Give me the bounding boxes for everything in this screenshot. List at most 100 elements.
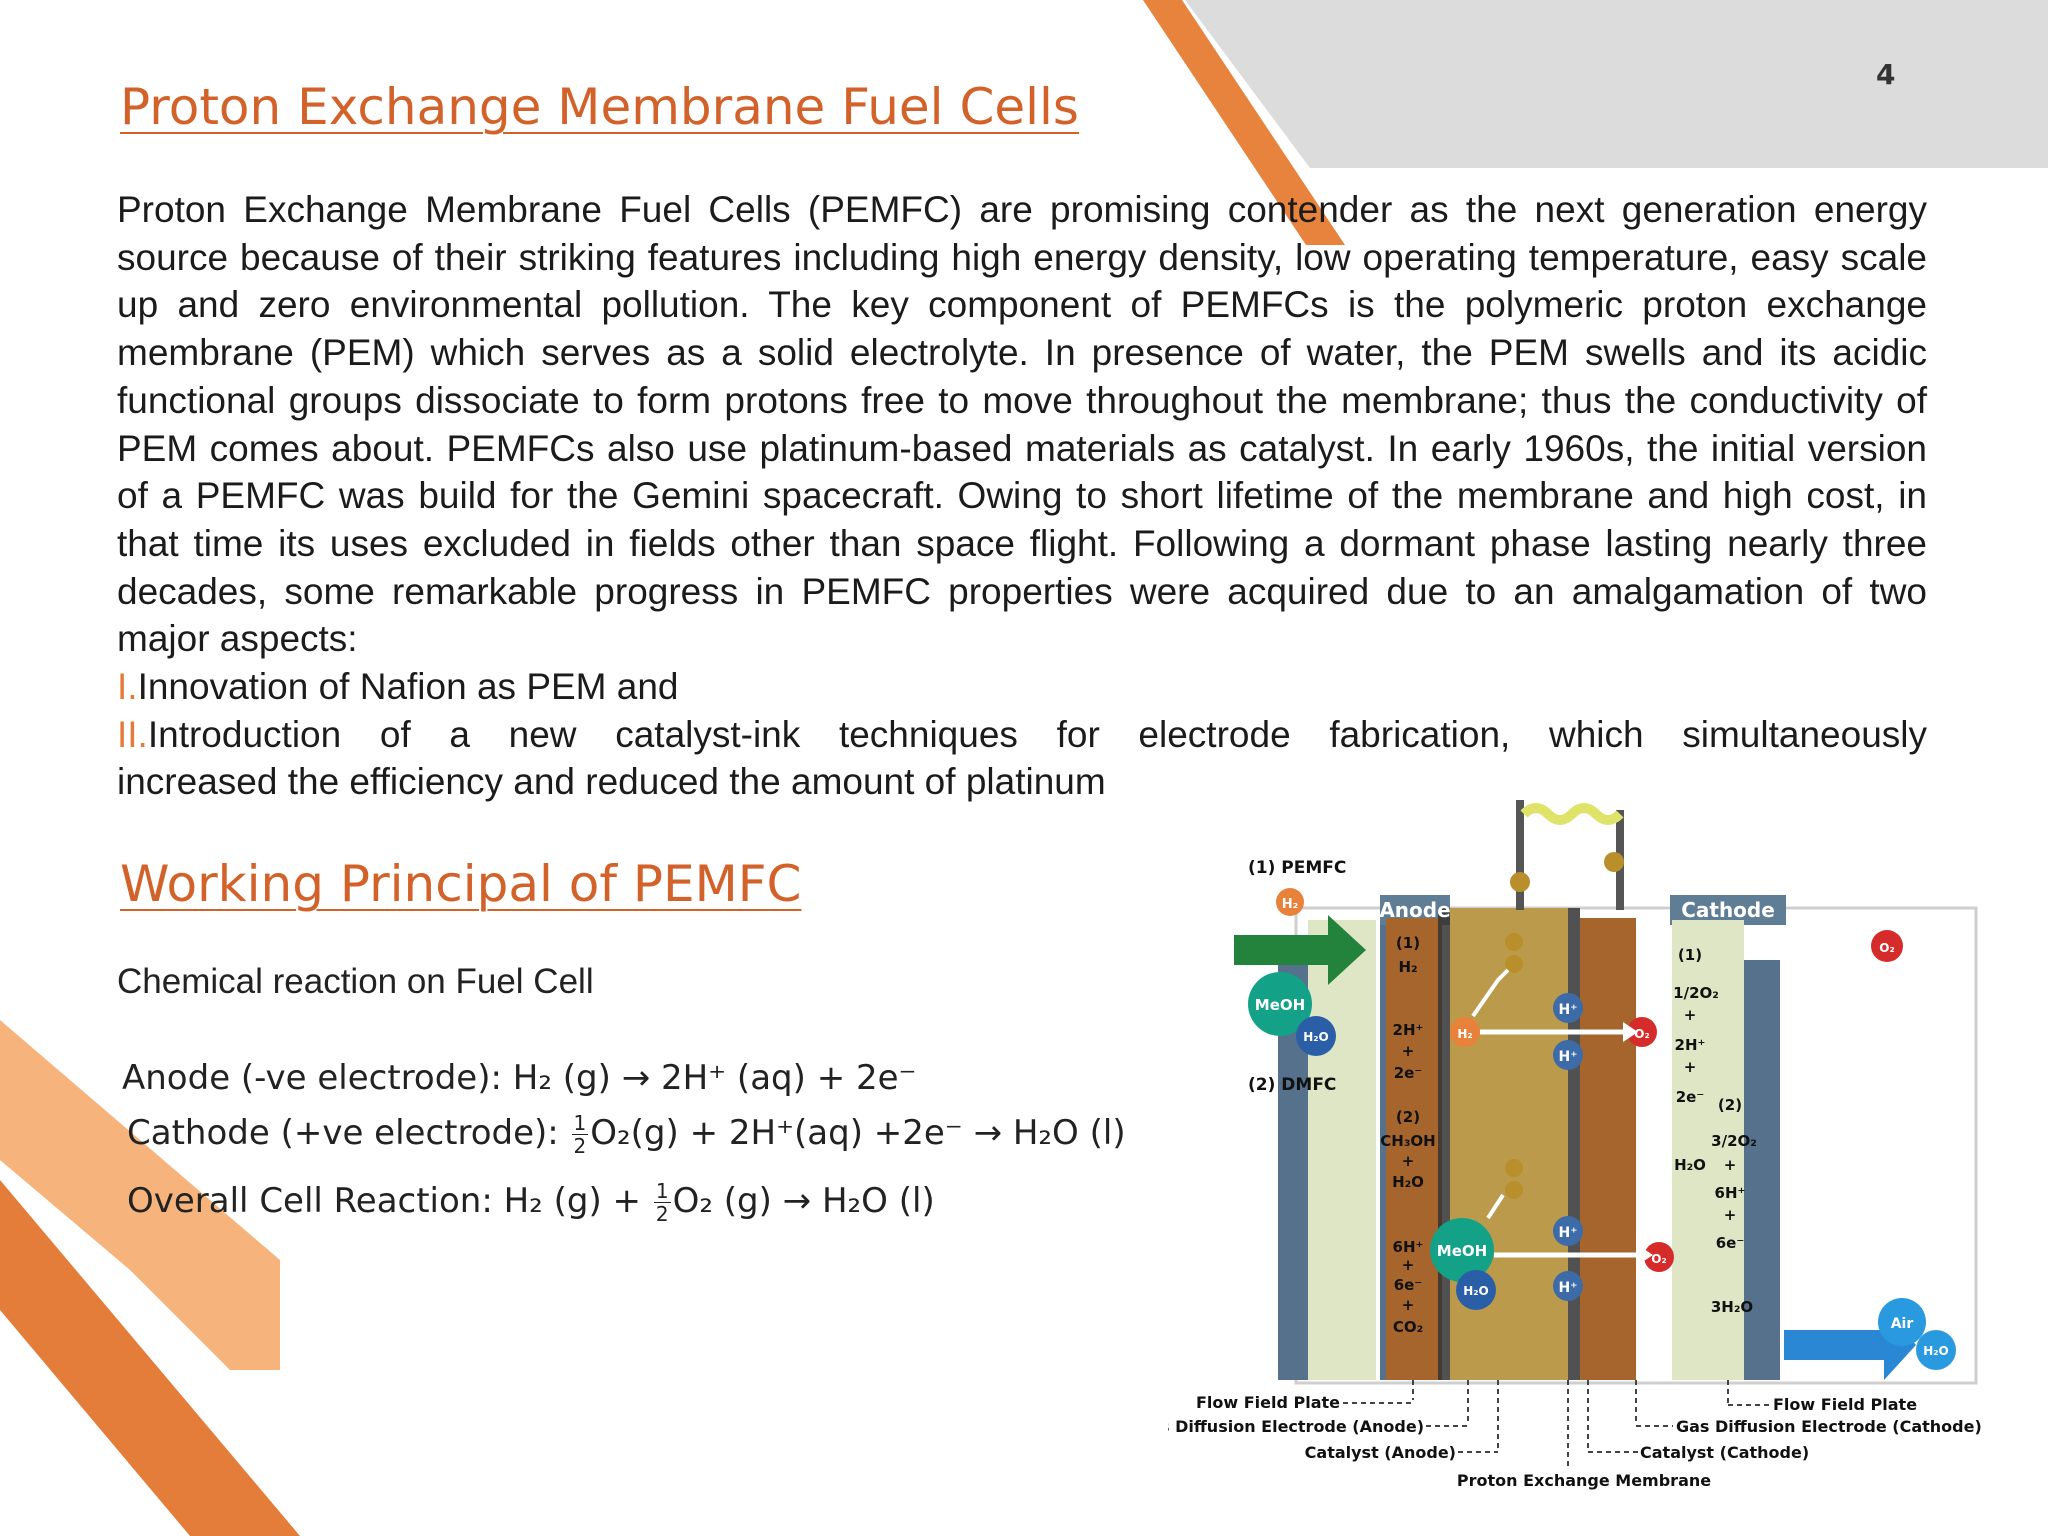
- anode-step: (2): [1396, 1108, 1420, 1126]
- fuel-inlet-arrow: [1234, 915, 1366, 985]
- overall-equation-content: O₂ (g) → H₂O (l): [672, 1181, 935, 1221]
- proton-ion-label: H⁺: [1558, 1280, 1577, 1296]
- proton-ion-icon: [1553, 1216, 1583, 1246]
- label-flow-field-plate-right: Flow Field Plate: [1773, 1395, 1917, 1414]
- electron-flow-arrow: [1486, 1193, 1505, 1220]
- page-title: Proton Exchange Membrane Fuel Cells: [120, 78, 1079, 136]
- proton-ion-label: H⁺: [1558, 1225, 1577, 1241]
- anode-reaction-steps: (1) H₂ 2H⁺ + 2e⁻ (2) CH₃OH + H₂O 6H⁺ + 6…: [1380, 934, 1435, 1336]
- cathode-step: 3H₂O: [1711, 1298, 1753, 1316]
- air-molecule-label: Air: [1891, 1316, 1914, 1332]
- air-molecule-icon: [1878, 1298, 1926, 1346]
- left-light-orange-stripe: [0, 1020, 280, 1370]
- cathode-step: +: [1724, 1206, 1737, 1224]
- o2-molecule-icon: [1627, 1017, 1657, 1047]
- cathode-step: +: [1724, 1156, 1737, 1174]
- label-flow-field-plate-left: Flow Field Plate: [1196, 1393, 1340, 1412]
- cathode-step: H₂O: [1674, 1156, 1706, 1174]
- electron-icon: [1510, 872, 1530, 892]
- cathode-step: 6H⁺: [1715, 1184, 1746, 1202]
- cathode-step: +: [1684, 1006, 1697, 1024]
- anode-equation-label: Anode (-ve electrode):: [122, 1058, 513, 1098]
- cathode-step: (1): [1678, 946, 1702, 964]
- list-text: Innovation of Nafion as PEM and: [137, 666, 679, 708]
- anode-step: 2H⁺: [1393, 1021, 1424, 1039]
- cathode-equation-content: O₂(g) + 2H⁺(aq) +2e⁻ → H₂O (l): [590, 1113, 1126, 1153]
- anode-step: 6H⁺: [1393, 1238, 1424, 1256]
- cathode-flow-field-plate: [1744, 960, 1780, 1380]
- anode-equation: Anode (-ve electrode): H₂ (g) → 2H⁺ (aq)…: [122, 1058, 916, 1098]
- electron-icon: [1505, 955, 1523, 973]
- cathode-reaction-steps-1: (1) 1/2O₂ + 2H⁺ + 2e⁻ H₂O: [1673, 946, 1719, 1174]
- h2-molecule-label: H₂: [1457, 1027, 1472, 1041]
- meoh-molecule-label: MeOH: [1255, 996, 1305, 1014]
- anode-wire: [1516, 800, 1524, 910]
- list-continuation: increased the efficiency and reduced the…: [117, 761, 1106, 803]
- h2-molecule-icon: [1276, 888, 1304, 916]
- electron-icon: [1505, 1159, 1523, 1177]
- pemfc-label: (1) PEMFC: [1248, 858, 1346, 878]
- anode-step: 6e⁻: [1394, 1276, 1423, 1294]
- body-text: Proton Exchange Membrane Fuel Cells (PEM…: [117, 186, 1927, 806]
- list-item: II.Introduction of a new catalyst-ink te…: [117, 711, 1927, 759]
- cathode-step: 2H⁺: [1675, 1036, 1706, 1054]
- left-light-orange-stripe-2: [0, 1030, 280, 1370]
- anode-step: 2e⁻: [1394, 1064, 1423, 1082]
- top-gray-band: [1185, 0, 2048, 168]
- h2o-molecule-label: H₂O: [1463, 1284, 1489, 1298]
- anode-equation-content: H₂ (g) → 2H⁺ (aq) + 2e⁻: [512, 1058, 917, 1098]
- meoh-molecule-icon: [1248, 972, 1312, 1036]
- o2-molecule-label: O₂: [1651, 1252, 1666, 1266]
- h2-molecule-icon: [1450, 1017, 1480, 1047]
- bottom-labels: Flow Field Plate Gas Diffusion Electrode…: [1168, 1393, 1982, 1490]
- h2o-molecule-icon: [1916, 1330, 1956, 1370]
- anode-electrode: [1386, 918, 1442, 1380]
- list-item: I.Innovation of Nafion as PEM and: [117, 663, 1927, 711]
- h2o-molecule-icon: [1456, 1270, 1496, 1310]
- arrow-head: [1638, 1245, 1653, 1265]
- cathode-step: 1/2O₂: [1673, 984, 1719, 1002]
- anode-step: H₂O: [1392, 1173, 1424, 1191]
- proton-ion-label: H⁺: [1558, 1002, 1577, 1018]
- arrow-head: [1623, 1022, 1638, 1042]
- anode-gas-diffusion-column: [1308, 920, 1376, 1380]
- cathode-step: 3/2O₂: [1711, 1132, 1757, 1150]
- electron-icon: [1505, 933, 1523, 951]
- fuel-cell-diagram: Anode Cathode (1) PEMFC (2) DMFC H₂ MeOH…: [1168, 800, 1982, 1490]
- cathode-step: (2): [1718, 1096, 1742, 1114]
- proton-ion-icon: [1553, 1271, 1583, 1301]
- cathode-step: 6e⁻: [1716, 1234, 1745, 1252]
- electron-icon: [1505, 1181, 1523, 1199]
- outlet-arrow: [1784, 1310, 1916, 1380]
- section-title: Working Principal of PEMFC: [120, 855, 802, 913]
- intro-paragraph: Proton Exchange Membrane Fuel Cells (PEM…: [117, 189, 1927, 660]
- leader-lines: [1343, 1380, 1770, 1470]
- cathode-header-label: Cathode: [1681, 898, 1775, 922]
- anode-step: +: [1402, 1042, 1415, 1060]
- meoh-molecule-icon: [1430, 1218, 1494, 1282]
- o2-molecule-label: O₂: [1634, 1027, 1649, 1041]
- label-catalyst-anode: Catalyst (Anode): [1305, 1443, 1456, 1462]
- anode-header-label: Anode: [1379, 898, 1450, 922]
- overall-equation-pre: H₂ (g) +: [503, 1181, 652, 1221]
- anode-step: CH₃OH: [1380, 1132, 1435, 1150]
- meoh-molecule-label: MeOH: [1437, 1242, 1487, 1260]
- cathode-step: 2e⁻: [1676, 1088, 1705, 1106]
- o2-molecule-icon: [1871, 930, 1903, 962]
- section-subheading: Chemical reaction on Fuel Cell: [117, 962, 594, 1001]
- load-resistor: [1520, 803, 1624, 825]
- list-text: Introduction of a new catalyst-ink techn…: [147, 713, 1927, 755]
- label-proton-exchange-membrane: Proton Exchange Membrane: [1457, 1471, 1711, 1490]
- o2-molecule-label: O₂: [1879, 941, 1894, 955]
- anode-step: (1): [1396, 934, 1420, 952]
- top-orange-stripe: [1143, 0, 1345, 245]
- cathode-step: +: [1684, 1058, 1697, 1076]
- proton-ion-icon: [1553, 993, 1583, 1023]
- h2-molecule-label: H₂: [1282, 897, 1299, 912]
- proton-ion-icon: [1553, 1040, 1583, 1070]
- dmfc-label: (2) DMFC: [1248, 1075, 1336, 1095]
